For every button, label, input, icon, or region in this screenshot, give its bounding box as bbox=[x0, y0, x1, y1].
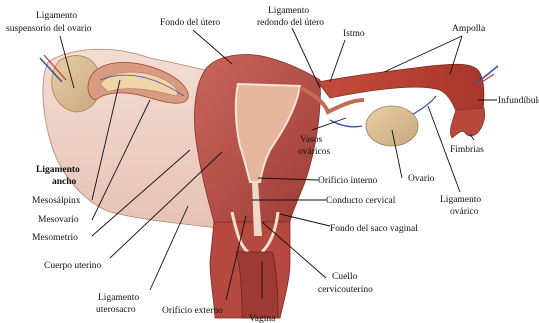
label-cuerpo-uterino: Cuerpo uterino bbox=[44, 261, 102, 271]
label-orificio-externo: Orificio externo bbox=[162, 305, 223, 316]
label-conducto-cervical: Conducto cervical bbox=[326, 196, 396, 206]
label-vasos-ovaricos-2: ováricos bbox=[298, 147, 330, 157]
label-ampolla: Ampolla bbox=[452, 24, 486, 34]
label-mesosalpinx: Mesosálpinx bbox=[32, 196, 81, 206]
label-ligamento-ancho-1: Ligamento bbox=[36, 165, 80, 175]
vagina-shape bbox=[236, 252, 278, 318]
label-fimbrias: Fimbrias bbox=[450, 145, 484, 155]
label-ligamento-uterosacro-1: Ligamento bbox=[98, 293, 139, 303]
label-cuello-2: cervicouterino bbox=[318, 285, 373, 295]
label-ligamento-redondo-1: Ligamento bbox=[268, 6, 309, 16]
label-vasos-ovaricos-1: Vasos bbox=[300, 135, 322, 145]
label-cuello-1: Cuello bbox=[332, 272, 358, 282]
right-vessel bbox=[478, 66, 498, 82]
ovarian-ligament-line bbox=[410, 96, 436, 116]
label-ligamento-uterosacro-2: uterosacro bbox=[96, 305, 136, 315]
label-fondo-utero: Fondo del útero bbox=[160, 18, 220, 28]
label-orificio-interno: Orificio interno bbox=[318, 175, 378, 186]
label-ligamento-ovarico-1: Ligamento bbox=[440, 195, 481, 205]
label-vagina: Vagina bbox=[249, 314, 276, 323]
label-ovario: Ovario bbox=[408, 174, 435, 184]
right-ovary-shape bbox=[366, 106, 418, 146]
label-ligamento-redondo-2: redondo del útero bbox=[257, 18, 324, 28]
label-infundibulo: Infundíbulo bbox=[498, 95, 539, 106]
label-mesovario: Mesovario bbox=[38, 215, 79, 225]
label-ligamento-ovarico-2: ovárico bbox=[450, 207, 479, 217]
ovarian-vessels bbox=[330, 120, 362, 127]
label-ligamento-suspensorio-2: suspensorio del ovario bbox=[6, 24, 92, 34]
label-istmo: Istmo bbox=[343, 29, 365, 39]
label-fondo-saco-vaginal: Fondo del saco vaginal bbox=[330, 224, 418, 234]
fimbriae-shape bbox=[450, 108, 484, 138]
label-ligamento-ancho-2: ancho bbox=[52, 177, 77, 187]
label-ligamento-suspensorio-1: Ligamento bbox=[36, 11, 77, 21]
label-mesometrio: Mesometrio bbox=[32, 233, 78, 243]
